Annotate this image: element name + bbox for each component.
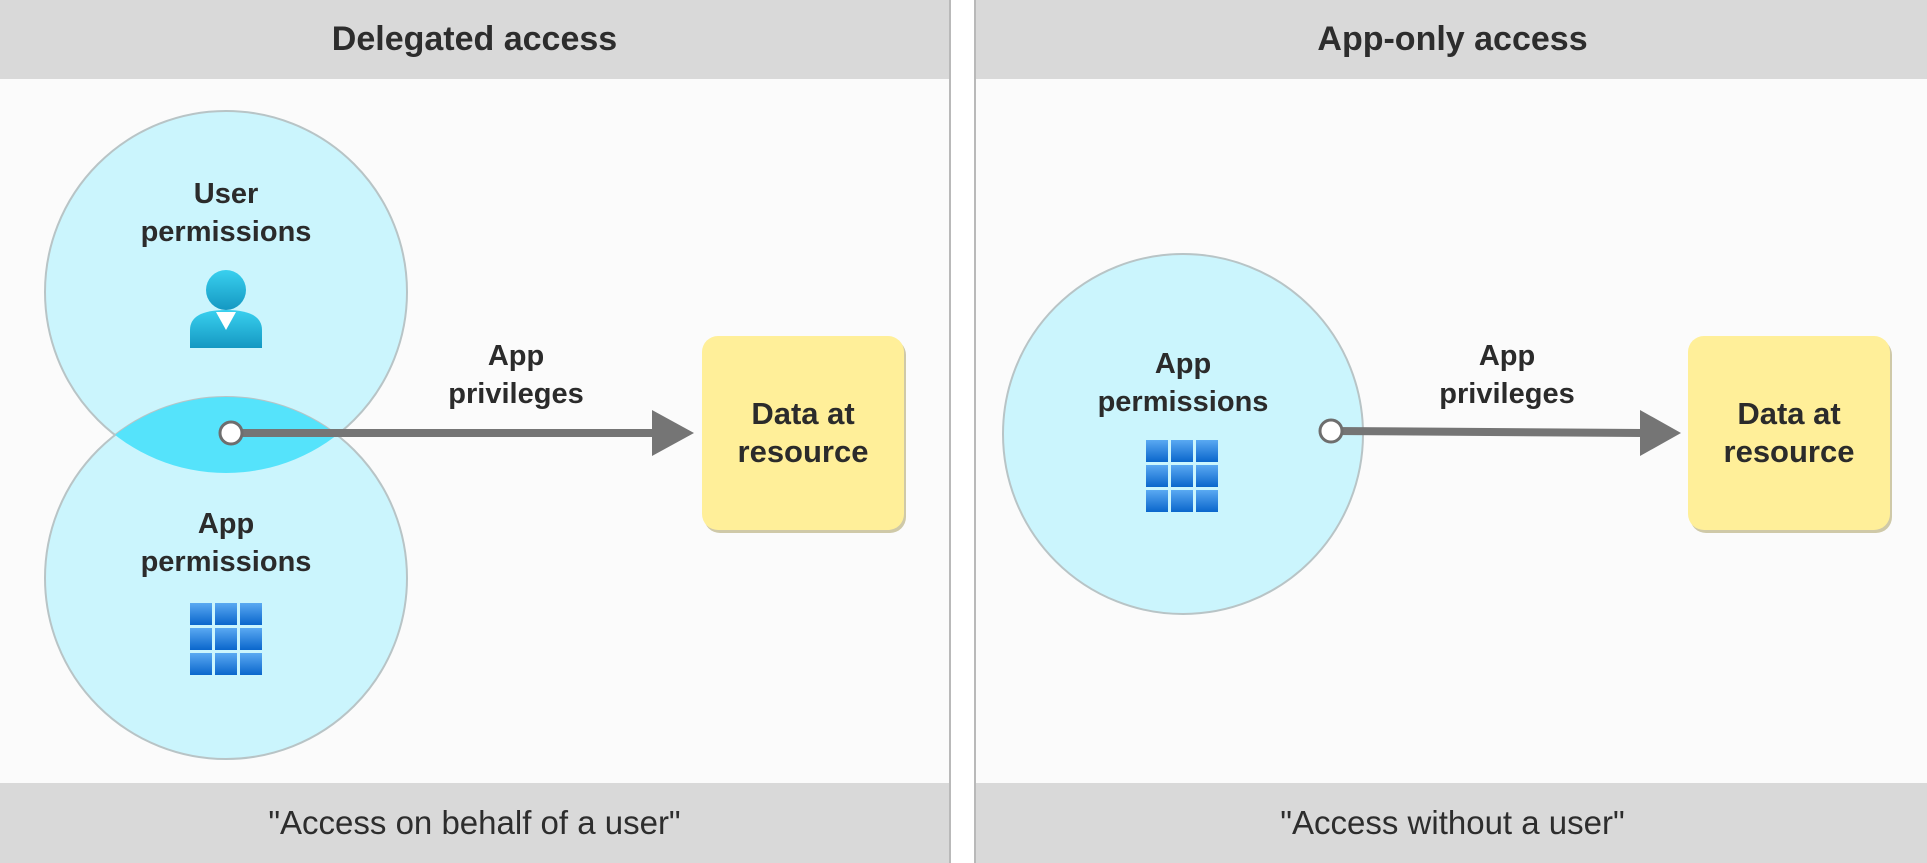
app-grid-icon (190, 603, 262, 675)
right-data-at-resource-box: Data at resource (1688, 336, 1890, 530)
left-data-at-resource-box: Data at resource (702, 336, 904, 530)
left-app-privileges-arrow (218, 410, 694, 456)
delegated-access-header: Delegated access (0, 0, 949, 79)
delegated-access-footer: "Access on behalf of a user" (0, 783, 949, 863)
app-grid-icon (1146, 440, 1218, 512)
app-only-permissions-label: App permissions (1097, 348, 1269, 418)
app-permissions-label: App permissions (140, 508, 312, 578)
left-app-privileges-label: App privileges (448, 340, 584, 410)
app-only-permissions-circle (1002, 253, 1364, 615)
right-app-privileges-arrow (1318, 410, 1681, 456)
app-only-access-header: App-only access (976, 0, 1927, 79)
user-icon (190, 270, 262, 348)
app-only-access-footer: "Access without a user" (976, 783, 1927, 863)
user-permissions-label: User permissions (140, 178, 312, 248)
right-app-privileges-label: App privileges (1439, 340, 1575, 410)
